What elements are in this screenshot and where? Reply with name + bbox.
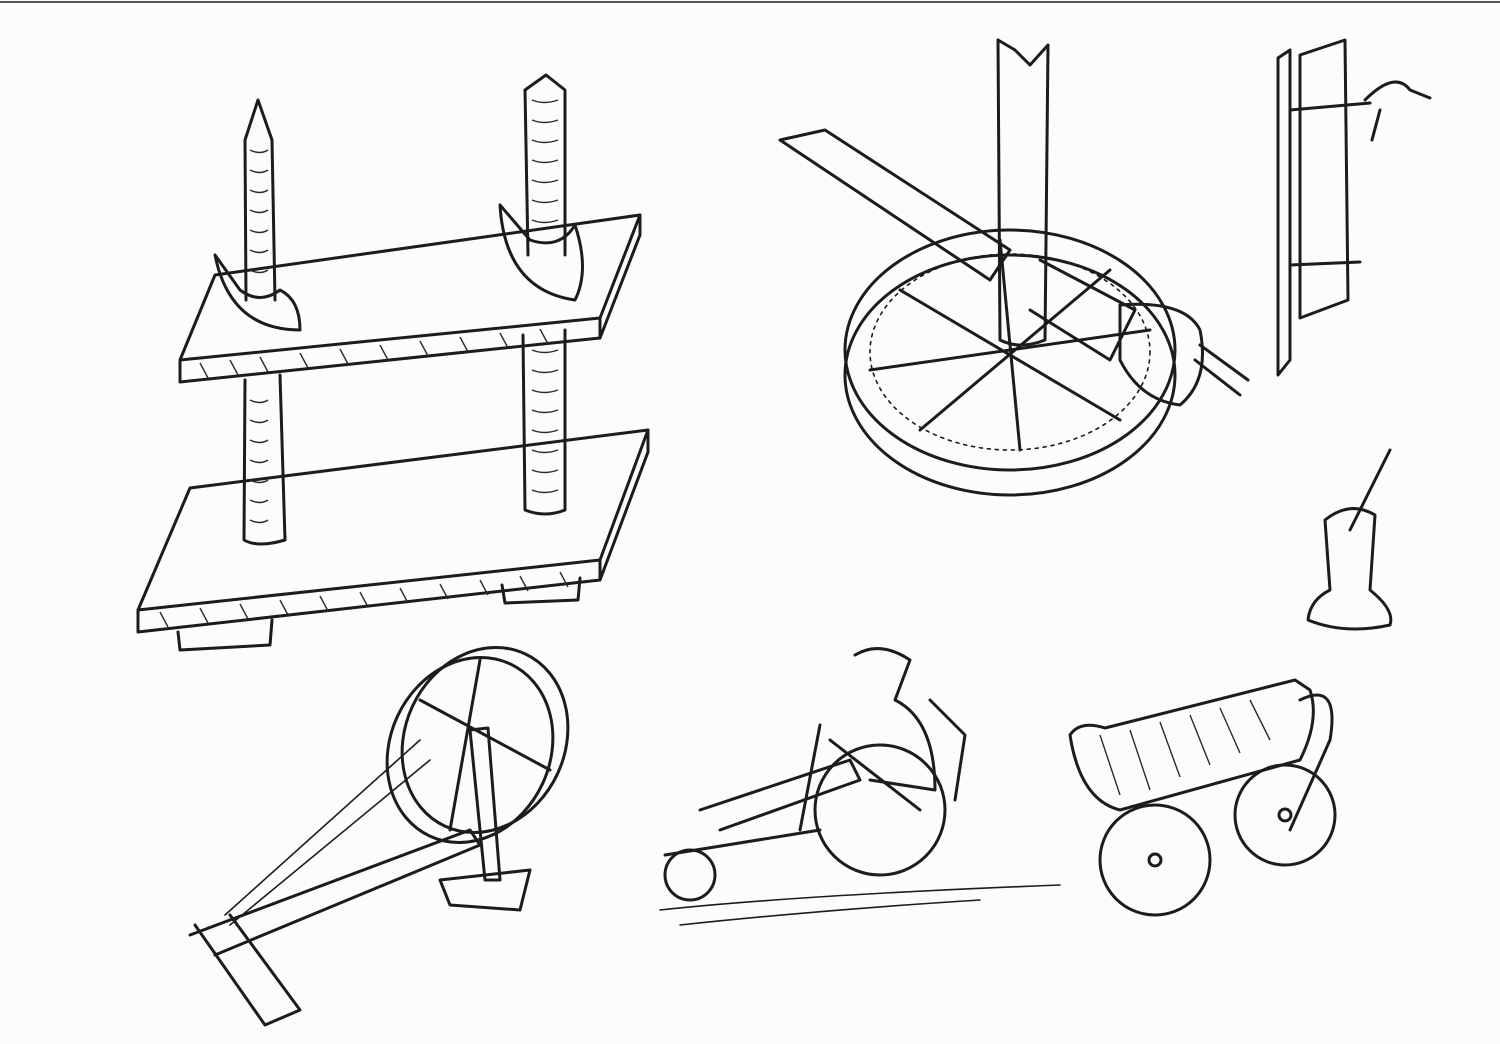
vertical-frame — [1276, 38, 1432, 377]
cart — [1068, 678, 1337, 917]
spinning-wheel — [188, 646, 570, 1027]
hand-tricycle — [659, 647, 1061, 926]
mortar-and-pestle — [1306, 448, 1393, 631]
screw-press — [136, 73, 650, 652]
millstone-with-shaft — [778, 38, 1250, 497]
